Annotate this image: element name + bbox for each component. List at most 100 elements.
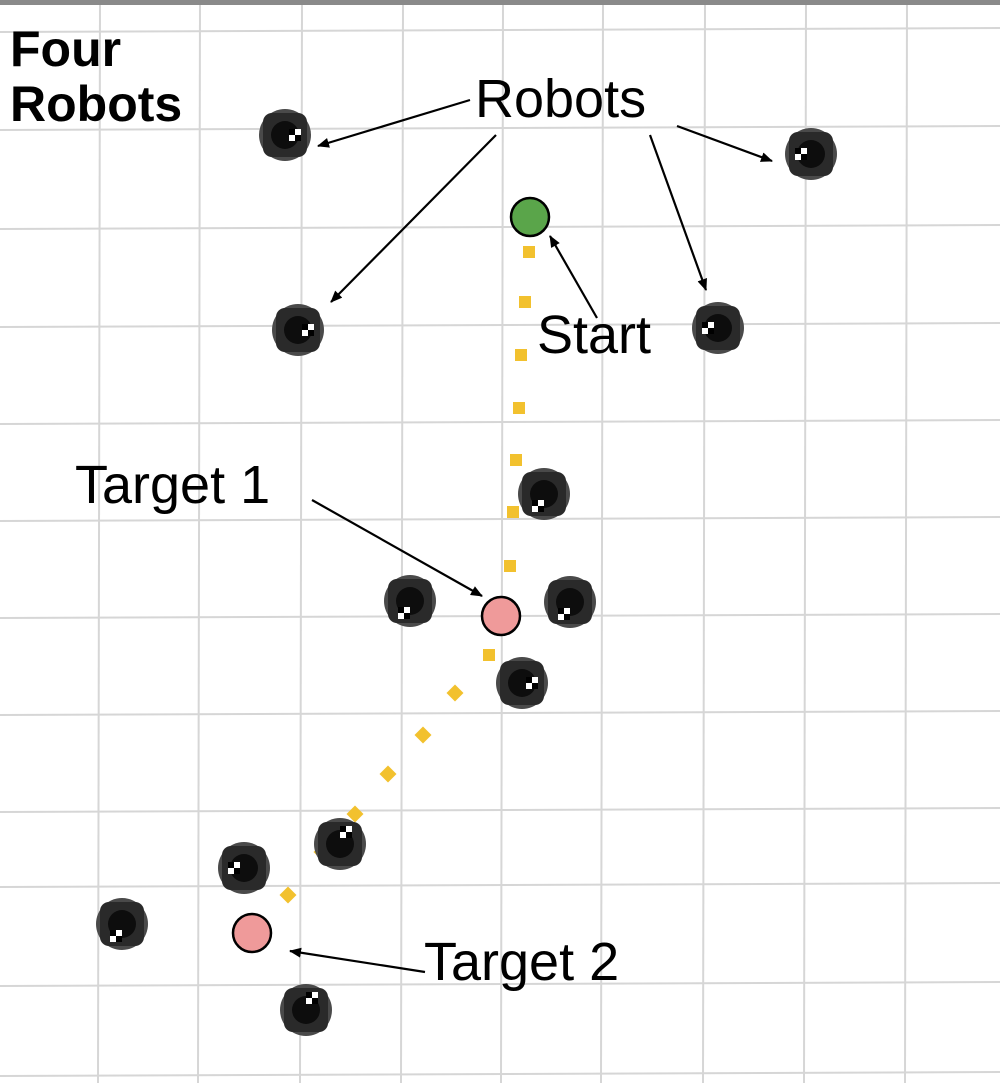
grid-line-horizontal [0, 125, 1000, 131]
annotation-arrow [311, 499, 483, 597]
robot-fiducial-cell [702, 322, 708, 328]
path-dot [279, 886, 297, 904]
robot-icon [218, 842, 270, 894]
robots-label: Robots [475, 69, 647, 129]
target-1-marker [480, 595, 522, 637]
grid-line-vertical [197, 0, 201, 1084]
robot-fiducial-cell [532, 500, 538, 506]
robot-fiducial-cell [532, 683, 538, 689]
grid-line-vertical [500, 0, 504, 1084]
path-dot [523, 246, 535, 258]
robot-icon [280, 984, 332, 1036]
robot-fiducial-cell [308, 330, 314, 336]
path-dot [519, 296, 531, 308]
grid-line-horizontal [0, 807, 1000, 813]
grid-line-horizontal [0, 322, 1000, 328]
robot-top [704, 314, 732, 342]
robot-fiducial-cell [398, 607, 404, 613]
path-dot [515, 349, 527, 361]
robot-fiducial-cell [404, 613, 410, 619]
robot-fiducial-cell [110, 930, 116, 936]
grid-line-vertical [97, 0, 101, 1084]
annotation-arrow [676, 124, 773, 163]
grid-line-horizontal [0, 981, 1000, 987]
path-dot [414, 726, 432, 744]
marker-group [231, 196, 551, 954]
robot-fiducial-cell [340, 826, 346, 832]
robot-fiducial-cell [526, 677, 532, 683]
grid-line-vertical [600, 0, 604, 1084]
target-2-marker [231, 912, 273, 954]
figure-title: Four Robots [10, 22, 182, 132]
grid-line-vertical [803, 0, 807, 1084]
robot-top [797, 140, 825, 168]
robot-icon [384, 575, 436, 627]
target-1-label: Target 1 [75, 455, 271, 515]
robot-fiducial-cell [708, 328, 714, 334]
target-2-label: Target 2 [424, 932, 620, 992]
robot-fiducial-cell [116, 936, 122, 942]
top-border [0, 0, 1000, 5]
robot-fiducial-cell [295, 135, 301, 141]
grid-line-horizontal [0, 710, 1000, 716]
robot-fiducial-cell [558, 608, 564, 614]
annotation-arrow [317, 98, 471, 148]
robot-group [96, 109, 837, 1036]
robot-fiducial-cell [312, 998, 318, 1004]
robot-icon [692, 302, 744, 354]
robot-icon [785, 128, 837, 180]
start-marker [509, 196, 551, 238]
robot-fiducial-cell [302, 324, 308, 330]
annotation-arrow [289, 947, 426, 974]
path-dot [510, 454, 522, 466]
robot-top [230, 854, 258, 882]
annotation-arrow [648, 134, 708, 291]
path-dot [483, 649, 495, 661]
robot-fiducial-cell [795, 148, 801, 154]
title-line-1: Four [10, 21, 122, 77]
grid-line-horizontal [0, 1071, 1000, 1077]
robot-fiducial-cell [564, 614, 570, 620]
path-dot [513, 402, 525, 414]
grid-line-vertical [904, 0, 908, 1084]
robot-icon [496, 657, 548, 709]
grid-line-horizontal [0, 224, 1000, 230]
robot-icon [518, 468, 570, 520]
grid-line-vertical [702, 0, 706, 1084]
robot-fiducial-cell [289, 129, 295, 135]
robot-icon [272, 304, 324, 356]
robot-top [271, 121, 299, 149]
robot-fiducial-cell [228, 862, 234, 868]
robot-fiducial-cell [801, 154, 807, 160]
robot-icon [259, 109, 311, 161]
path-dot [507, 506, 519, 518]
robot-top [508, 669, 536, 697]
grid-line-horizontal [0, 419, 1000, 425]
start-label: Start [537, 305, 652, 365]
robot-icon [314, 818, 366, 870]
path-dot [379, 765, 397, 783]
grid-line-horizontal [0, 882, 1000, 888]
grid-line-vertical [299, 0, 303, 1084]
grid-line-horizontal [0, 516, 1000, 522]
robot-icon [96, 898, 148, 950]
grid-line-horizontal [0, 27, 1000, 33]
path-dot [346, 805, 364, 823]
robot-fiducial-cell [306, 992, 312, 998]
robot-fiducial-cell [346, 832, 352, 838]
annotation-arrow [330, 134, 497, 303]
annotation-arrow [549, 235, 598, 319]
planned-path [279, 246, 535, 904]
arrow-group [289, 98, 773, 974]
robot-fiducial-cell [538, 506, 544, 512]
path-dot [504, 560, 516, 572]
robot-top [284, 316, 312, 344]
robot-fiducial-cell [234, 868, 240, 874]
robot-icon [544, 576, 596, 628]
title-line-2: Robots [10, 76, 183, 132]
grid-line-vertical [400, 0, 404, 1084]
path-dot [446, 684, 464, 702]
